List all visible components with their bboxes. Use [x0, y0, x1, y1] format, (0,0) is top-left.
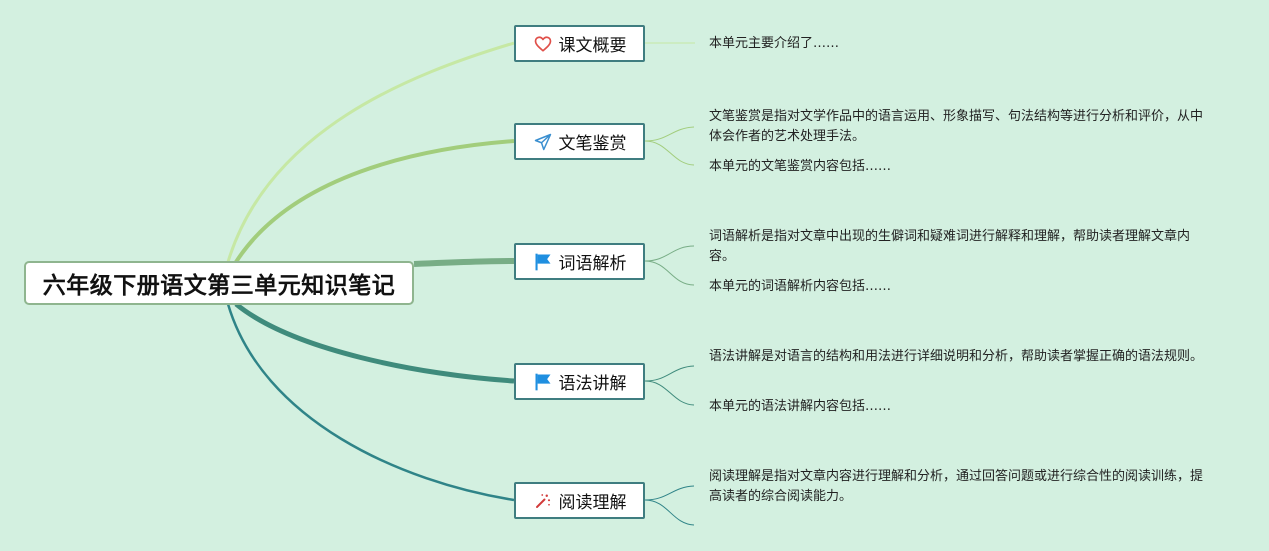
connector-note-3-1	[644, 245, 695, 262]
connector-root-branch-5	[226, 303, 515, 502]
heart-icon	[533, 34, 553, 54]
branch-topic-label: 语法讲解	[558, 374, 627, 394]
branch-topic-reading[interactable]: 阅读理解	[514, 482, 645, 519]
connector-root-branch-2	[234, 139, 515, 264]
note-summary-1: 本单元主要介绍了……	[709, 36, 840, 51]
connector-note-3-2	[644, 260, 695, 286]
note-style-2: 本单元的文笔鉴赏内容包括……	[709, 159, 892, 174]
note-vocabulary-1: 词语解析是指对文章中出现的生僻词和疑难词进行解释和理解，帮助读者理解文章内容。	[709, 229, 1191, 264]
branch-topic-label: 课文概要	[558, 36, 627, 56]
branch-topic-style-appreciation[interactable]: 文笔鉴赏	[514, 123, 645, 160]
branch-topic-grammar[interactable]: 语法讲解	[514, 363, 645, 400]
connector-note-5-1	[644, 485, 695, 501]
branch-topic-label: 阅读理解	[558, 493, 627, 513]
magic-wand-icon	[533, 491, 553, 511]
paper-plane-icon	[533, 132, 553, 152]
note-vocabulary-2: 本单元的词语解析内容包括……	[709, 279, 892, 294]
flag-icon	[533, 372, 553, 392]
connector-root-branch-4	[234, 302, 515, 384]
note-reading-1: 阅读理解是指对文章内容进行理解和分析，通过回答问题或进行综合性的阅读训练，提高读…	[709, 469, 1204, 504]
connector-root-branch-1	[226, 41, 515, 263]
flag-icon	[533, 252, 553, 272]
connector-note-5-2	[644, 499, 695, 526]
connector-note-4-1	[644, 365, 695, 382]
connector-note-2-2	[644, 140, 695, 166]
root-topic[interactable]: 六年级下册语文第三单元知识笔记	[24, 261, 414, 305]
branch-topic-vocabulary[interactable]: 词语解析	[514, 243, 645, 280]
connector-note-4-2	[644, 380, 695, 406]
branch-topic-label: 词语解析	[558, 254, 627, 274]
connector-root-branch-3	[413, 258, 515, 267]
note-grammar-2: 本单元的语法讲解内容包括……	[709, 399, 892, 414]
connector-note-2-1	[644, 126, 695, 142]
root-topic-title: 六年级下册语文第三单元知识笔记	[42, 273, 396, 299]
branch-topic-label: 文笔鉴赏	[558, 134, 627, 154]
note-grammar-1: 语法讲解是对语言的结构和用法进行详细说明和分析，帮助读者掌握正确的语法规则。	[709, 349, 1204, 364]
note-style-1: 文笔鉴赏是指对文学作品中的语言运用、形象描写、句法结构等进行分析和评价，从中体会…	[709, 109, 1204, 144]
branch-topic-summary[interactable]: 课文概要	[514, 25, 645, 62]
